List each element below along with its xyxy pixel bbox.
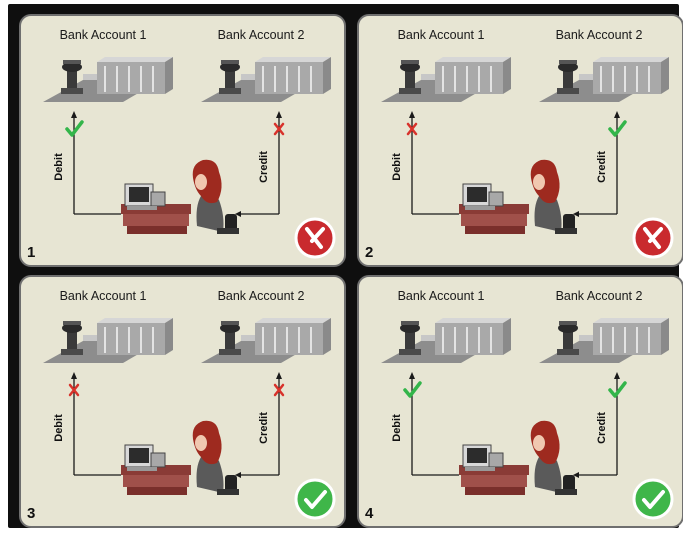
bank-account-2-label: Bank Account 2 — [556, 289, 643, 303]
credit-arrow — [614, 372, 620, 379]
result-failure-badge — [634, 219, 672, 257]
result-failure-badge — [296, 219, 334, 257]
credit-label: Credit — [596, 151, 608, 183]
scenario-number: 2 — [365, 244, 373, 261]
result-success-badge — [634, 480, 672, 518]
computer-user-icon — [459, 421, 577, 495]
debit-arrow — [71, 111, 77, 118]
result-success-badge — [296, 480, 334, 518]
scenario-number: 1 — [27, 244, 35, 261]
debit-arrow — [409, 111, 415, 118]
scenario-panel: Bank Account 1 Bank Account 2 Debit Cred… — [19, 14, 346, 267]
bank-account-2-label: Bank Account 2 — [218, 28, 305, 42]
bank-building-icon — [43, 318, 173, 363]
bank-building-icon — [381, 57, 511, 102]
scenario-panel: Bank Account 1 Bank Account 2 Debit Cred… — [357, 275, 683, 528]
debit-label: Debit — [53, 153, 65, 181]
bank-building-icon — [201, 318, 331, 363]
bank-building-icon — [43, 57, 173, 102]
debit-label: Debit — [53, 414, 65, 442]
bank-building-icon — [539, 318, 669, 363]
bank-building-icon — [201, 57, 331, 102]
debit-label: Debit — [391, 153, 403, 181]
scenario-panel: Bank Account 1 Bank Account 2 Debit Cred… — [19, 275, 346, 528]
credit-arrow — [614, 111, 620, 118]
flow-lines — [412, 116, 617, 214]
bank-account-1-label: Bank Account 1 — [398, 289, 485, 303]
bank-building-icon — [539, 57, 669, 102]
flow-lines — [74, 377, 279, 475]
credit-label: Credit — [596, 412, 608, 444]
debit-arrow — [71, 372, 77, 379]
bank-account-2-label: Bank Account 2 — [556, 28, 643, 42]
bank-account-1-label: Bank Account 1 — [398, 28, 485, 42]
bank-account-1-label: Bank Account 1 — [60, 289, 147, 303]
computer-user-icon — [121, 160, 239, 234]
credit-label: Credit — [258, 151, 270, 183]
bank-building-icon — [381, 318, 511, 363]
scenario-number: 4 — [365, 505, 373, 522]
flow-lines — [412, 377, 617, 475]
credit-label: Credit — [258, 412, 270, 444]
scenario-number: 3 — [27, 505, 35, 522]
credit-arrow — [276, 111, 282, 118]
computer-user-icon — [459, 160, 577, 234]
bank-account-2-label: Bank Account 2 — [218, 289, 305, 303]
debit-label: Debit — [391, 414, 403, 442]
debit-arrow — [409, 372, 415, 379]
bank-account-1-label: Bank Account 1 — [60, 28, 147, 42]
scenario-panel: Bank Account 1 Bank Account 2 Debit Cred… — [357, 14, 683, 267]
computer-user-icon — [121, 421, 239, 495]
flow-lines — [74, 116, 279, 214]
credit-arrow — [276, 372, 282, 379]
